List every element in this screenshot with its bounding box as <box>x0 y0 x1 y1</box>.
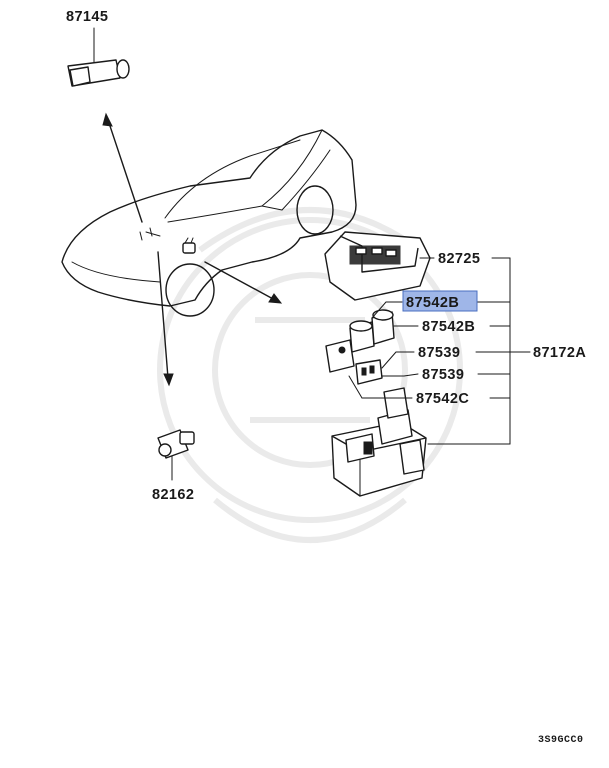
relay-parts <box>325 309 395 399</box>
label-87542B-highlighted[interactable]: 87542B <box>406 295 459 311</box>
vehicle-outline <box>61 129 357 317</box>
label-87539-upper[interactable]: 87539 <box>418 345 460 361</box>
label-leaders <box>361 257 531 445</box>
sensor-part-82162 <box>157 429 195 481</box>
label-87172A[interactable]: 87172A <box>533 345 586 361</box>
label-82162[interactable]: 82162 <box>152 487 194 503</box>
relay-location-marker <box>182 242 196 254</box>
part-labels: 87145 82725 87542B 87542B 87539 87539 87… <box>66 9 586 503</box>
fuse-box-body <box>331 387 427 497</box>
fuse-box-cover-part-82725 <box>324 231 431 301</box>
label-82725[interactable]: 82725 <box>438 251 480 267</box>
highlight-box <box>402 290 478 312</box>
socket-part-87145 <box>67 27 130 87</box>
watermark-emblem <box>157 207 463 543</box>
label-87542C[interactable]: 87542C <box>416 391 469 407</box>
label-87539-lower[interactable]: 87539 <box>422 367 464 383</box>
leader-arrows <box>102 112 283 387</box>
label-87542B[interactable]: 87542B <box>422 319 475 335</box>
diagram-code: 3S9GCC0 <box>538 735 584 746</box>
label-87145[interactable]: 87145 <box>66 9 108 25</box>
